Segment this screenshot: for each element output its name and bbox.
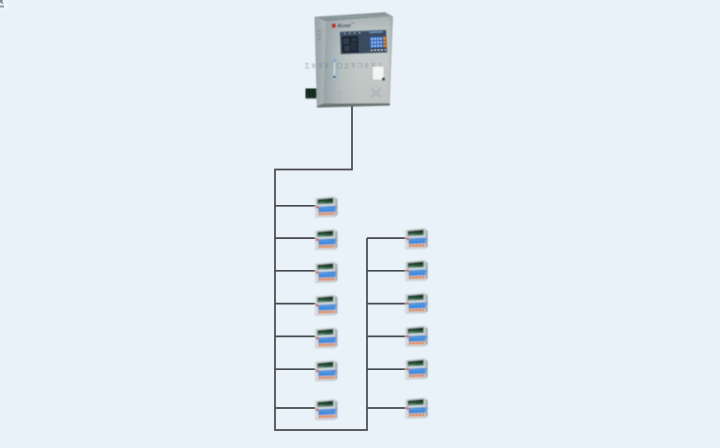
svg-text:Acrel: Acrel bbox=[336, 24, 351, 30]
